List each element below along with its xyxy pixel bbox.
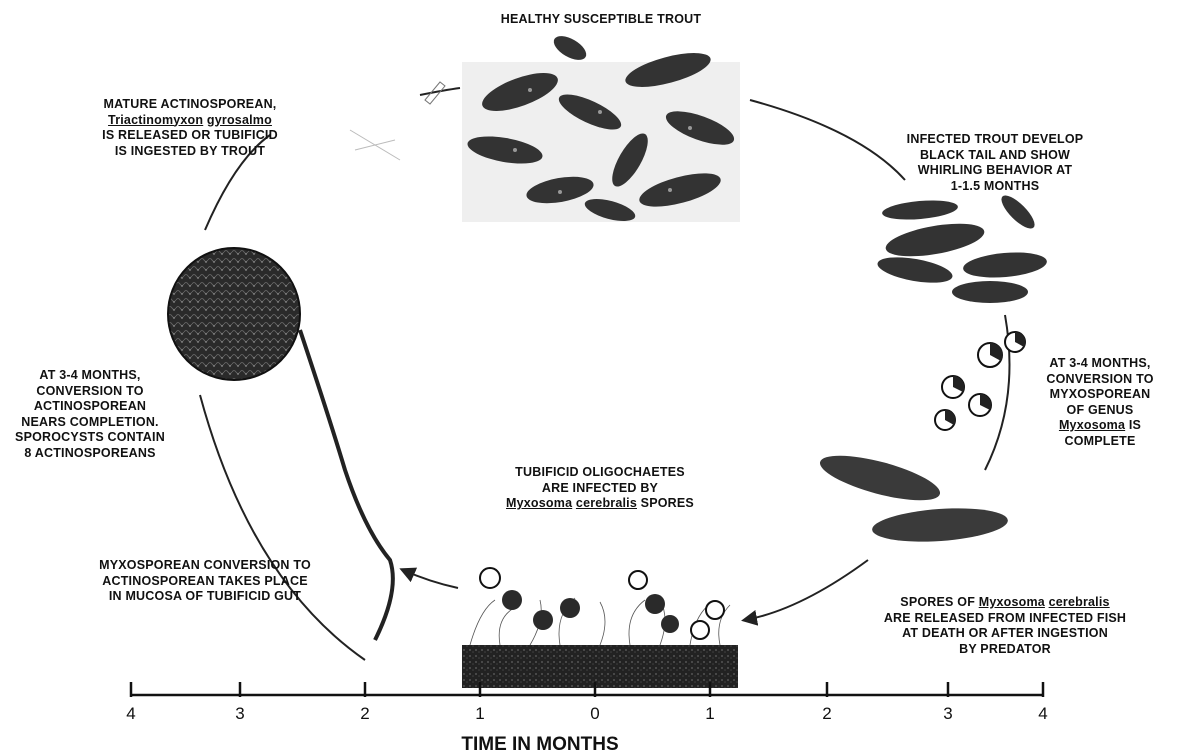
- sporocyst-image: [168, 248, 300, 380]
- time-tick-label: 1: [468, 704, 492, 724]
- time-tick-label: 4: [1031, 704, 1055, 724]
- arc-gut-to-actino: [200, 395, 365, 660]
- time-tick-label: 0: [583, 704, 607, 724]
- label-myxo-genus: Myxosoma: [1059, 418, 1125, 432]
- myxospores-image: [935, 332, 1025, 430]
- label-spores-prefix: SPORES OF: [900, 595, 978, 609]
- label-gut-line-1: MYXOSPOREAN CONVERSION TO: [55, 558, 355, 574]
- time-tick-label: 1: [698, 704, 722, 724]
- label-tubificid-suffix: SPORES: [637, 496, 694, 510]
- label-actino-line-1: AT 3-4 MONTHS,: [0, 368, 180, 384]
- label-myxo-is: IS: [1125, 418, 1141, 432]
- label-actino-line-3: ACTINOSPOREAN: [0, 399, 180, 415]
- label-infected-line-2: BLACK TAIL AND SHOW: [895, 148, 1095, 164]
- label-spores-line-1: SPORES OF Myxosoma cerebralis: [845, 595, 1165, 611]
- label-myxo-line-5: Myxosoma IS: [1025, 418, 1175, 434]
- label-gut-conversion: MYXOSPOREAN CONVERSION TO ACTINOSPOREAN …: [55, 558, 355, 605]
- label-tubificid-line-3: Myxosoma cerebralis SPORES: [480, 496, 720, 512]
- label-actino-line-5: SPOROCYSTS CONTAIN: [0, 430, 180, 446]
- healthy-trout-image: [462, 31, 740, 225]
- label-mature-line-1: MATURE ACTINOSPOREAN,: [60, 97, 320, 113]
- label-gut-line-3: IN MUCOSA OF TUBIFICID GUT: [55, 589, 355, 605]
- time-tick-label: 2: [353, 704, 377, 724]
- arc-healthy-to-infected: [750, 100, 905, 180]
- label-myxosporean-conversion: AT 3-4 MONTHS, CONVERSION TO MYXOSPOREAN…: [1025, 356, 1175, 449]
- label-infected-line-4: 1-1.5 MONTHS: [895, 179, 1095, 195]
- label-mature-genus: Triactinomyxon: [108, 113, 203, 127]
- label-spores-genus: Myxosoma: [979, 595, 1045, 609]
- label-gut-line-2: ACTINOSPOREAN TAKES PLACE: [55, 574, 355, 590]
- label-infected-trout: INFECTED TROUT DEVELOP BLACK TAIL AND SH…: [895, 132, 1095, 194]
- label-healthy-line-1: HEALTHY SUSCEPTIBLE TROUT: [470, 12, 732, 28]
- label-spores-line-4: BY PREDATOR: [845, 642, 1165, 658]
- time-tick-label: 4: [119, 704, 143, 724]
- label-spores-line-2: ARE RELEASED FROM INFECTED FISH: [845, 611, 1165, 627]
- infected-trout-image: [876, 191, 1048, 303]
- time-axis-title: TIME IN MONTHS: [420, 734, 660, 756]
- label-actinosporean-conversion: AT 3-4 MONTHS, CONVERSION TO ACTINOSPORE…: [0, 368, 180, 461]
- label-tubificid-genus: Myxosoma: [506, 496, 572, 510]
- label-myxo-line-2: CONVERSION TO: [1025, 372, 1175, 388]
- label-tubificid-line-1: TUBIFICID OLIGOCHAETES: [480, 465, 720, 481]
- label-mature-line-4: IS INGESTED BY TROUT: [60, 144, 320, 160]
- label-mature-line-3: IS RELEASED OR TUBIFICID: [60, 128, 320, 144]
- time-tick-label: 3: [228, 704, 252, 724]
- label-infected-line-3: WHIRLING BEHAVIOR AT: [895, 163, 1095, 179]
- tubificid-worms-image: [462, 568, 738, 688]
- label-spores-species: cerebralis: [1049, 595, 1110, 609]
- label-tubificid-infected: TUBIFICID OLIGOCHAETES ARE INFECTED BY M…: [480, 465, 720, 512]
- label-infected-line-1: INFECTED TROUT DEVELOP: [895, 132, 1095, 148]
- arc-tubificid-to-gut: [403, 570, 458, 588]
- label-mature-line-2: Triactinomyxon gyrosalmo: [60, 113, 320, 129]
- triactinomyxon-sketch: [350, 82, 445, 160]
- label-mature-species: gyrosalmo: [207, 113, 272, 127]
- label-myxo-line-6: COMPLETE: [1025, 434, 1175, 450]
- dead-fish-image: [816, 446, 1009, 545]
- label-tubificid-line-2: ARE INFECTED BY: [480, 481, 720, 497]
- label-tubificid-species: cerebralis: [576, 496, 637, 510]
- label-actino-line-2: CONVERSION TO: [0, 384, 180, 400]
- label-spores-line-3: AT DEATH OR AFTER INGESTION: [845, 626, 1165, 642]
- label-actino-line-4: NEARS COMPLETION.: [0, 415, 180, 431]
- label-myxo-line-1: AT 3-4 MONTHS,: [1025, 356, 1175, 372]
- time-tick-label: 3: [936, 704, 960, 724]
- label-actino-line-6: 8 ACTINOSPOREANS: [0, 446, 180, 462]
- time-tick-label: 2: [815, 704, 839, 724]
- label-spores-released: SPORES OF Myxosoma cerebralis ARE RELEAS…: [845, 595, 1165, 657]
- label-mature-actinosporean: MATURE ACTINOSPOREAN, Triactinomyxon gyr…: [60, 97, 320, 159]
- label-myxo-line-3: MYXOSPOREAN: [1025, 387, 1175, 403]
- label-healthy-trout: HEALTHY SUSCEPTIBLE TROUT: [470, 12, 732, 28]
- label-myxo-line-4: OF GENUS: [1025, 403, 1175, 419]
